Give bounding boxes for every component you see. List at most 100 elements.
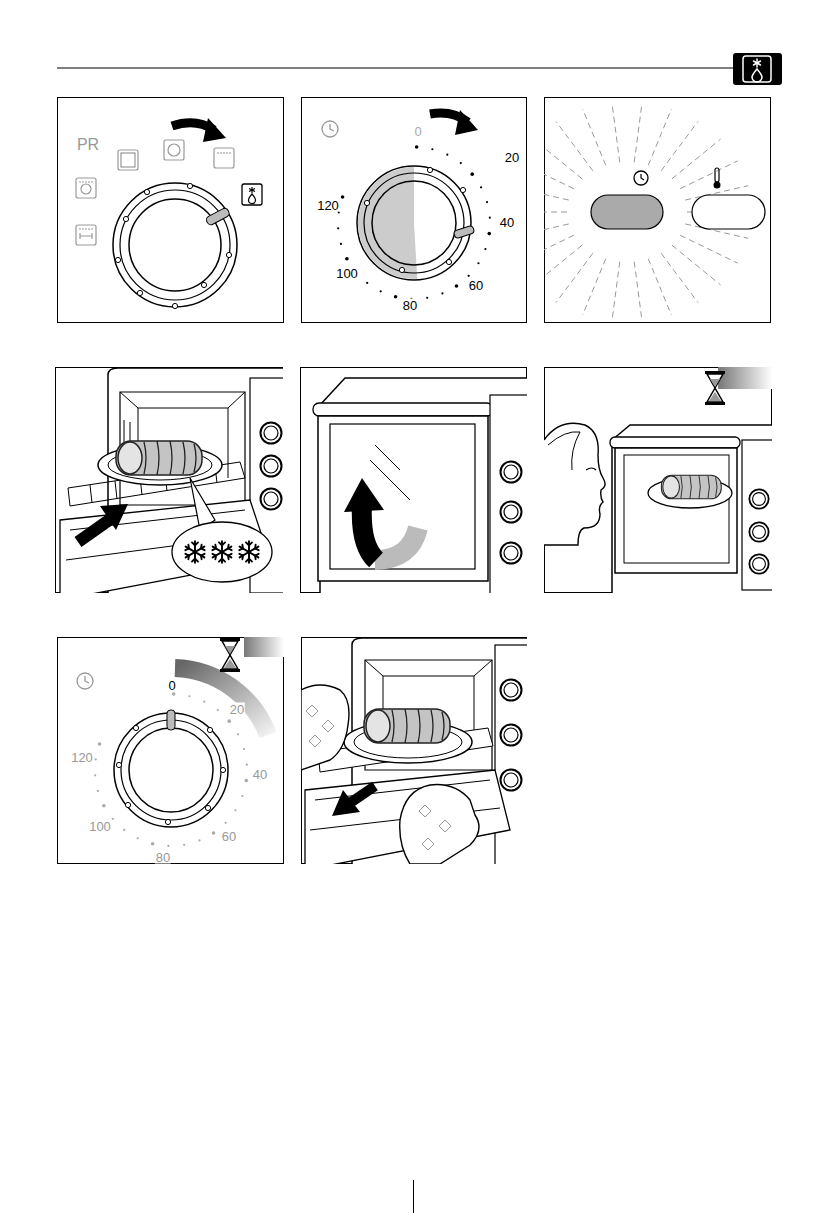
dial-tick [212,831,216,835]
dial-tick [203,701,205,703]
dial-tick [137,837,139,839]
panel-frame [56,98,772,864]
light-ray [583,109,606,165]
header-rule-part-part [754,61,761,65]
light-ray [583,259,606,315]
dial-tick [477,262,479,264]
dial-tick [441,292,443,294]
timer-countdown-panel-part [85,676,89,683]
dial-tick [338,211,340,213]
close-door-panel-part [318,416,488,581]
wait-panel-part [544,423,605,545]
dial-tick [470,172,474,176]
light-ray [648,259,671,315]
timer-dial-panel-part [337,145,491,300]
dial-tick [394,295,398,299]
indicator-panel-part [715,168,719,182]
dial-tick [244,779,248,783]
timer-countdown-panel-part [94,692,248,847]
timer-dial-panel-part-part [446,259,451,264]
timer-mark: 20 [229,703,245,716]
timer-dial-panel-part [357,166,471,280]
remove-food-panel-part [419,805,451,850]
dial-tick [468,275,470,277]
function-dial-panel-part-part [115,257,120,262]
remove-food-panel-part [301,685,349,770]
timer-dial-panel-part [372,181,456,265]
function-dial-panel-part-part [168,144,180,156]
dial-tick [167,845,169,847]
remove-food-panel-part [305,770,510,864]
timer-countdown-panel-part-part [125,802,130,807]
dial-tick [225,822,227,824]
dial-tick [188,695,190,697]
close-door-panel-part [375,528,418,560]
dial-tick [455,284,459,288]
light-ray [544,161,574,189]
dial-tick [95,758,97,760]
dial-tick [487,232,491,236]
light-ray [634,262,642,322]
remove-food-panel-part [400,785,479,864]
timer-mark: 40 [252,768,268,781]
light-ray [672,139,721,179]
function-dial-panel-part [205,207,230,226]
wait-panel-part [610,437,740,448]
function-dial-panel-part [249,187,255,193]
load-food-panel-part [239,541,258,563]
light-ray [544,186,569,200]
header-rule [57,53,782,85]
light-ray [544,235,574,263]
timer-mark: 80 [155,851,171,864]
light-ray [612,103,620,163]
timer-dial-panel-part [358,167,417,279]
dial-tick [484,248,486,250]
light-ray [612,262,620,322]
header-rule-part [754,59,761,67]
light-ray [544,212,567,213]
dial-tick [446,154,448,156]
function-dial-panel-part [113,183,237,307]
function-dial-panel-part-part [79,181,93,182]
timer-dial-panel-part [364,173,464,273]
load-food-panel-part [172,522,272,582]
function-dial-panel-part-part [144,189,149,194]
timer-dial-panel-part [453,225,474,239]
dial-tick [366,282,368,284]
timer-countdown-panel [77,637,284,847]
timer-mark: 80 [402,299,418,312]
remove-food-panel [301,638,527,864]
function-dial-panel-part-part [226,252,231,257]
header-rule-part [743,56,771,82]
timer-mark: 60 [221,830,237,843]
close-door-panel [313,378,527,593]
dial-tick [123,829,125,831]
light-ray [661,253,698,302]
dial-tick [241,795,243,797]
close-door-panel-part [370,460,410,500]
timer-countdown-panel-part [121,720,221,820]
timer-countdown-panel-part-part [165,819,170,824]
dial-tick [489,217,491,219]
close-door-panel-part [490,395,527,593]
dial-tick [97,790,99,792]
dial-tick [102,804,106,808]
dial-tick [246,764,248,766]
timer-mark: 120 [316,199,340,212]
timer-mark: 0 [167,679,176,692]
load-food-panel-part [116,441,202,475]
timer-dial-panel-part-part [460,187,465,192]
timer-countdown-panel-part [167,710,175,730]
timer-mark: 40 [499,216,515,229]
indicator-panel-part [591,195,663,229]
function-dial-panel-part [129,199,221,291]
wait-panel-part [661,475,721,499]
dial-tick [112,818,114,820]
footer-rule [413,1180,414,1213]
wait-panel-part [742,440,772,590]
function-dial-panel-part-part [118,150,138,170]
function-dial-panel-part-part [80,233,92,239]
dial-tick [98,742,102,746]
dial-tick [94,774,96,776]
